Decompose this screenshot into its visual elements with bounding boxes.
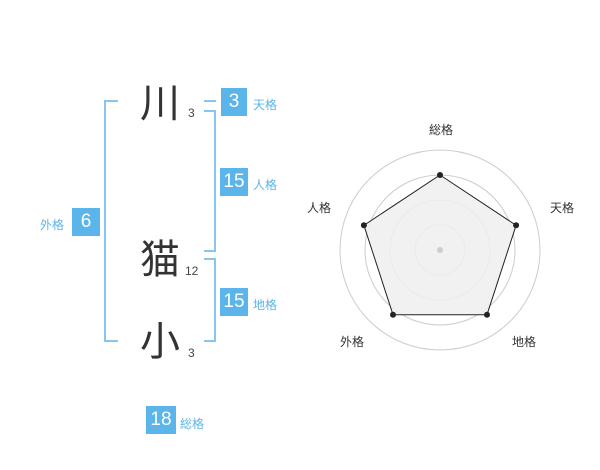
name-char-1-strokes: 3 (188, 106, 195, 120)
radar-axis-label: 外格 (340, 334, 364, 349)
radar-axis-label: 総格 (429, 122, 453, 137)
chikaku-label: 地格 (253, 298, 278, 312)
radar-point (437, 172, 443, 178)
tenkaku-bracket-top (204, 100, 216, 102)
radar-center (437, 247, 443, 253)
radar-points (360, 172, 520, 318)
radar-ring (339, 149, 541, 351)
radar-point (513, 222, 520, 229)
name-char-1: 川 (140, 81, 180, 127)
name-char-3-strokes: 3 (188, 346, 195, 360)
tenkaku-label: 天格 (253, 98, 278, 112)
gaikaku-score: 6 (72, 208, 100, 236)
name-char-2: 猫 (140, 237, 180, 283)
radar-point (484, 311, 490, 318)
chikaku-score: 15 (220, 288, 248, 316)
radar-point (360, 222, 367, 229)
radar-point (390, 311, 396, 318)
radar-chart: 総格 天格 地格 外格 人格 (307, 122, 574, 351)
chikaku-bracket (204, 258, 216, 342)
radar-axis-label: 天格 (550, 200, 574, 215)
gaikaku-bracket (104, 100, 118, 342)
radar-axis-label: 地格 (512, 334, 536, 349)
name-char-3: 小 (140, 319, 180, 365)
gaikaku-label: 外格 (40, 218, 65, 232)
radar-axis-label: 人格 (307, 200, 331, 215)
tenkaku-score: 3 (221, 88, 247, 116)
soukaku-score: 18 (146, 406, 176, 434)
name-char-2-strokes: 12 (185, 264, 199, 278)
jinkaku-score: 15 (220, 168, 248, 196)
soukaku-label: 総格 (180, 417, 205, 431)
jinkaku-label: 人格 (253, 178, 278, 192)
jinkaku-bracket (204, 110, 216, 252)
radar-polygon (363, 174, 517, 316)
